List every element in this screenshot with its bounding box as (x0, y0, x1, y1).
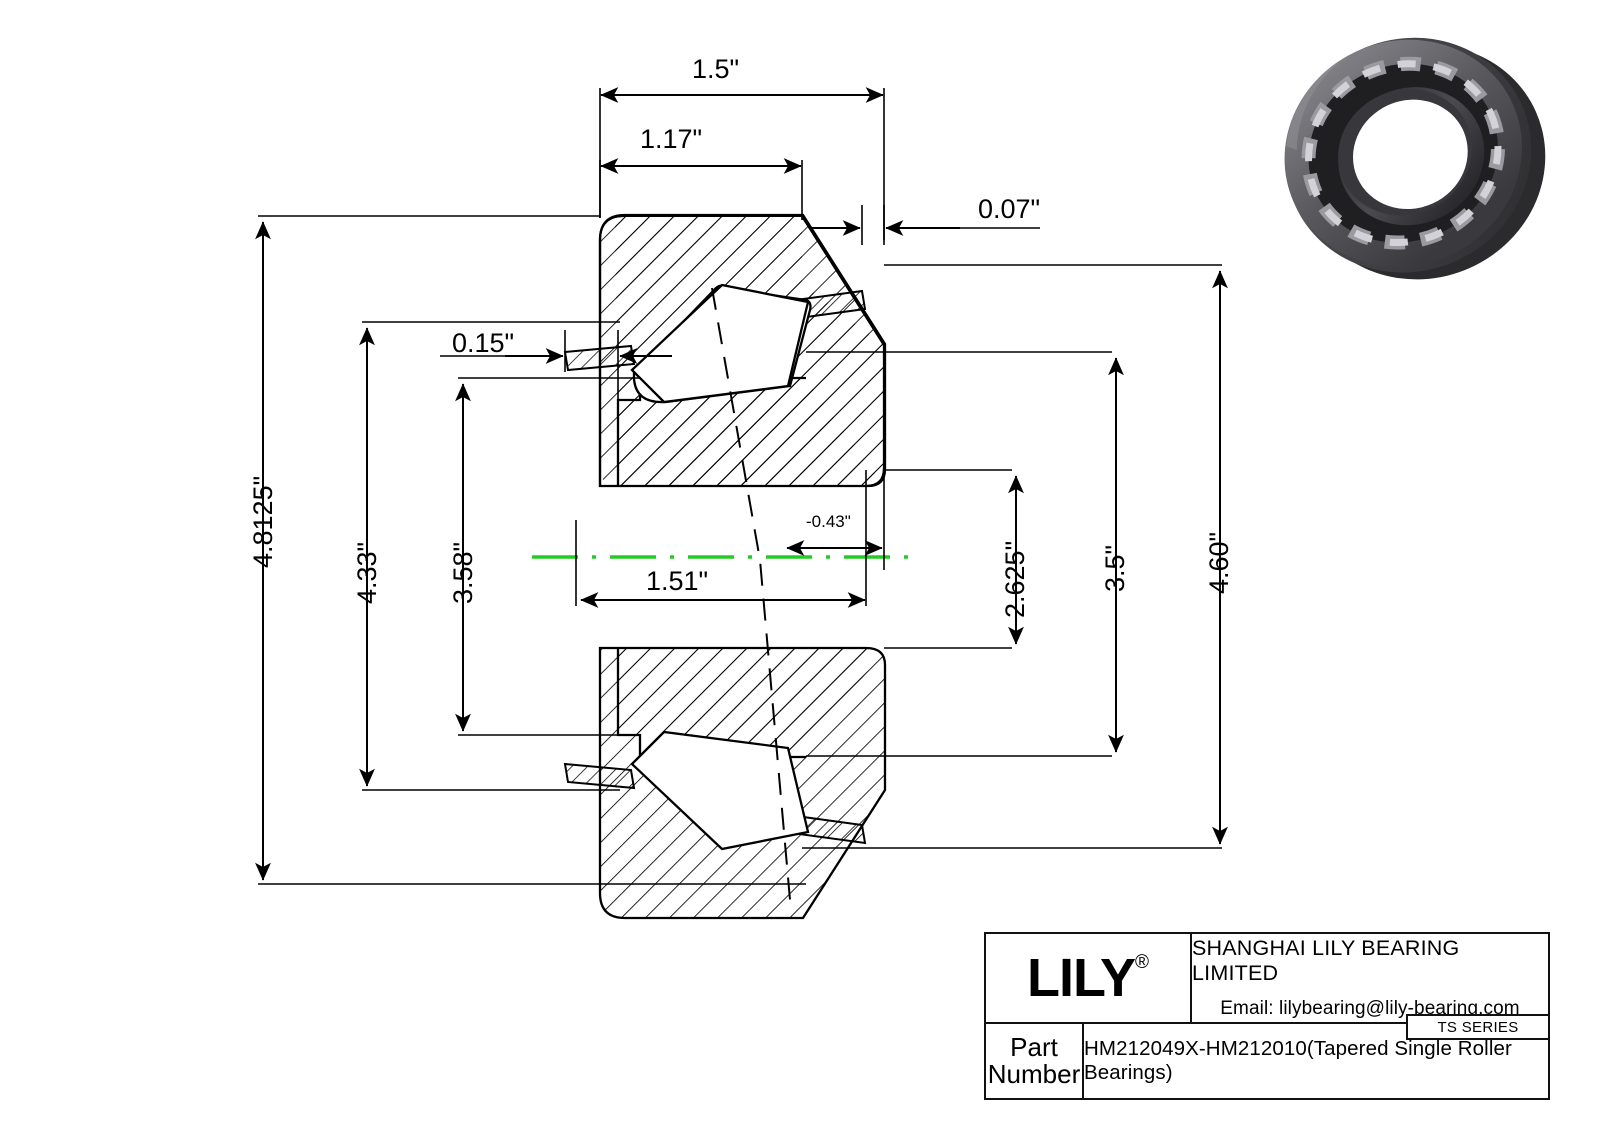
logo-text: LILY (1026, 948, 1136, 1008)
dim-label-overall-od: 4.8125" (248, 475, 278, 568)
lower-cage-left (563, 762, 636, 790)
logo-cell: LILY ® (984, 932, 1192, 1024)
part-number-value: HM212049X-HM212010(Tapered Single Roller… (1084, 1037, 1512, 1084)
dim-label-bore-small: 2.625" (1000, 540, 1030, 618)
lily-logo: LILY ® (1027, 951, 1149, 1005)
lower-roller (630, 730, 810, 851)
dim-label-third-od: 3.58" (448, 541, 478, 604)
extension-lines (258, 88, 1222, 885)
dim-label-outer: 4.60" (1204, 531, 1234, 594)
dim-label-flange-width: 0.15" (452, 328, 515, 358)
dimension-lines-outside (505, 220, 960, 556)
dim-label-bore: 3.5" (1100, 544, 1130, 592)
roller-band (1301, 56, 1505, 250)
part-label-line2: Number (987, 1059, 1081, 1089)
series-badge: TS SERIES (1406, 1014, 1550, 1040)
company-email: Email: lilybearing@lily-bearing.com (1220, 998, 1520, 1019)
company-name: SHANGHAI LILY BEARING LIMITED (1192, 936, 1460, 985)
dim-label-second-od: 4.33" (352, 541, 382, 604)
dim-label-top-overall-width: 1.5" (692, 54, 740, 84)
dim-label-center-offset: -0.43" (806, 512, 851, 531)
bearing-3d-render (1284, 37, 1546, 280)
roller-axis (711, 287, 791, 901)
upper-cage-left (563, 344, 636, 372)
dim-label-top-inner-width: 1.17" (640, 124, 703, 154)
registered-trademark-icon: ® (1135, 952, 1150, 973)
title-block: LILY ® SHANGHAI LILY BEARING LIMITED Ema… (984, 932, 1550, 1100)
company-cell: SHANGHAI LILY BEARING LIMITED Email: lil… (1190, 932, 1550, 1024)
dimension-lines (255, 87, 1228, 881)
dim-label-top-gap: 0.07" (978, 194, 1041, 224)
dim-label-cone-width: 1.51" (646, 566, 709, 596)
part-number-label: Part Number (984, 1022, 1084, 1100)
series-label: TS SERIES (1437, 1018, 1519, 1036)
part-label-line1: Part (1010, 1031, 1058, 1062)
leader-lines (440, 227, 1040, 357)
